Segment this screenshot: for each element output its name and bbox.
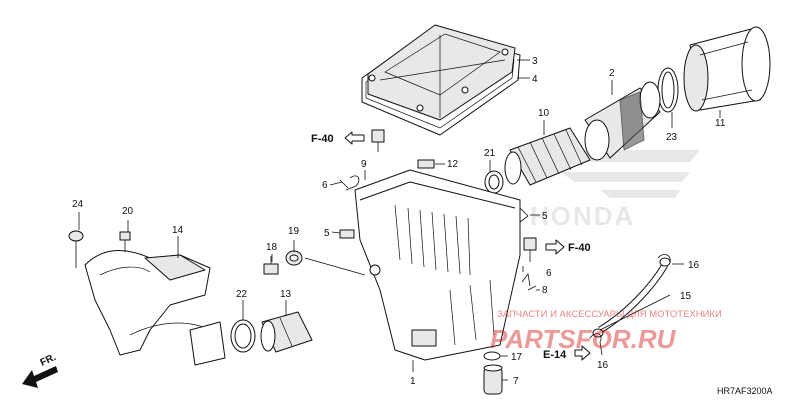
ref-arrow-left-icon (344, 131, 365, 145)
callout-6-right: 6 (546, 268, 552, 279)
ref-e14-label: E-14 (543, 349, 567, 361)
callout-24: 24 (72, 199, 84, 210)
callout-13: 13 (280, 289, 292, 300)
callout-9: 9 (361, 159, 367, 170)
band-clamp-part-23 (657, 67, 679, 113)
callout-3: 3 (532, 56, 538, 67)
filter-holder-part-2 (584, 81, 661, 161)
ref-f40-top: F-40 (311, 131, 365, 145)
screw-right (523, 237, 537, 262)
callout-5-left: 5 (324, 228, 330, 239)
callout-17: 17 (511, 352, 523, 363)
callout-15: 15 (680, 291, 692, 302)
callout-21: 21 (484, 148, 496, 159)
callout-16-top: 16 (688, 260, 700, 271)
plate-part-12 (417, 159, 435, 169)
watermark-site: PARTSFOR.RU (490, 324, 677, 354)
callout-2: 2 (609, 68, 615, 79)
bolt-part-20 (119, 231, 131, 252)
band-part-21 (484, 170, 504, 194)
clip-part-6b-shape (521, 273, 531, 287)
clip-part-8-shape (527, 285, 537, 291)
callout-7: 7 (513, 376, 519, 387)
plug-part-18 (263, 256, 279, 275)
tube-clip-part-9-shape (345, 175, 360, 191)
ref-f40-top-label: F-40 (311, 133, 334, 145)
callout-6-top: 6 (322, 180, 328, 191)
leader-lines (78, 59, 721, 381)
callout-22: 22 (236, 289, 248, 300)
cover-part-3 (367, 24, 516, 121)
callout-19: 19 (288, 226, 300, 237)
callout-10: 10 (538, 108, 550, 119)
screw-top (371, 129, 385, 152)
ref-e14: E-14 (543, 345, 591, 361)
front-arrow-icon (22, 366, 58, 388)
clip-part-5b-shape (519, 207, 529, 223)
callout-1: 1 (410, 376, 416, 387)
clamp-screw-part-24 (68, 230, 84, 268)
breather-tube-part-15 (592, 257, 671, 338)
callout-18: 18 (266, 242, 278, 253)
diagram-code: HR7AF3200A (717, 386, 773, 396)
watermark-brand: HONDA (530, 201, 635, 231)
clamp-part-16a-shape (657, 254, 671, 263)
clip-part-6-shape (339, 179, 349, 189)
callout-4: 4 (532, 74, 538, 85)
callout-5-right: 5 (542, 211, 548, 222)
band-part-22 (230, 319, 256, 353)
callout-12: 12 (447, 159, 459, 170)
callout-20: 20 (122, 206, 134, 217)
clip-part-5-shape (339, 229, 355, 239)
ref-f40-right: F-40 (545, 239, 591, 255)
ref-f40-right-label: F-40 (568, 242, 591, 254)
callout-11: 11 (715, 118, 726, 129)
air-filter-element-part-11 (683, 26, 771, 112)
air-cleaner-case-part-1 (354, 169, 521, 361)
callout-16-bottom: 16 (597, 360, 609, 371)
clamp-part-16b-shape (589, 333, 602, 343)
callout-23: 23 (666, 132, 678, 143)
front-label: FR. (39, 352, 58, 369)
connecting-tube-part-10 (504, 127, 591, 186)
callout-8: 8 (542, 285, 548, 296)
ref-arrow-right-icon-e14 (574, 345, 591, 361)
ref-arrow-right-icon (545, 239, 565, 255)
watermark-tagline: ЗАПЧАСТИ И АКСЕССУАРЫ ДЛЯ МОТОТЕХНИКИ (497, 309, 722, 320)
joint-part-13 (260, 311, 313, 353)
grommet-part-19 (285, 250, 303, 266)
callout-14: 14 (172, 225, 184, 236)
inlet-duct-part-14 (84, 250, 226, 366)
front-direction-indicator: FR. (22, 352, 58, 388)
drain-tube-part-7 (483, 364, 503, 395)
